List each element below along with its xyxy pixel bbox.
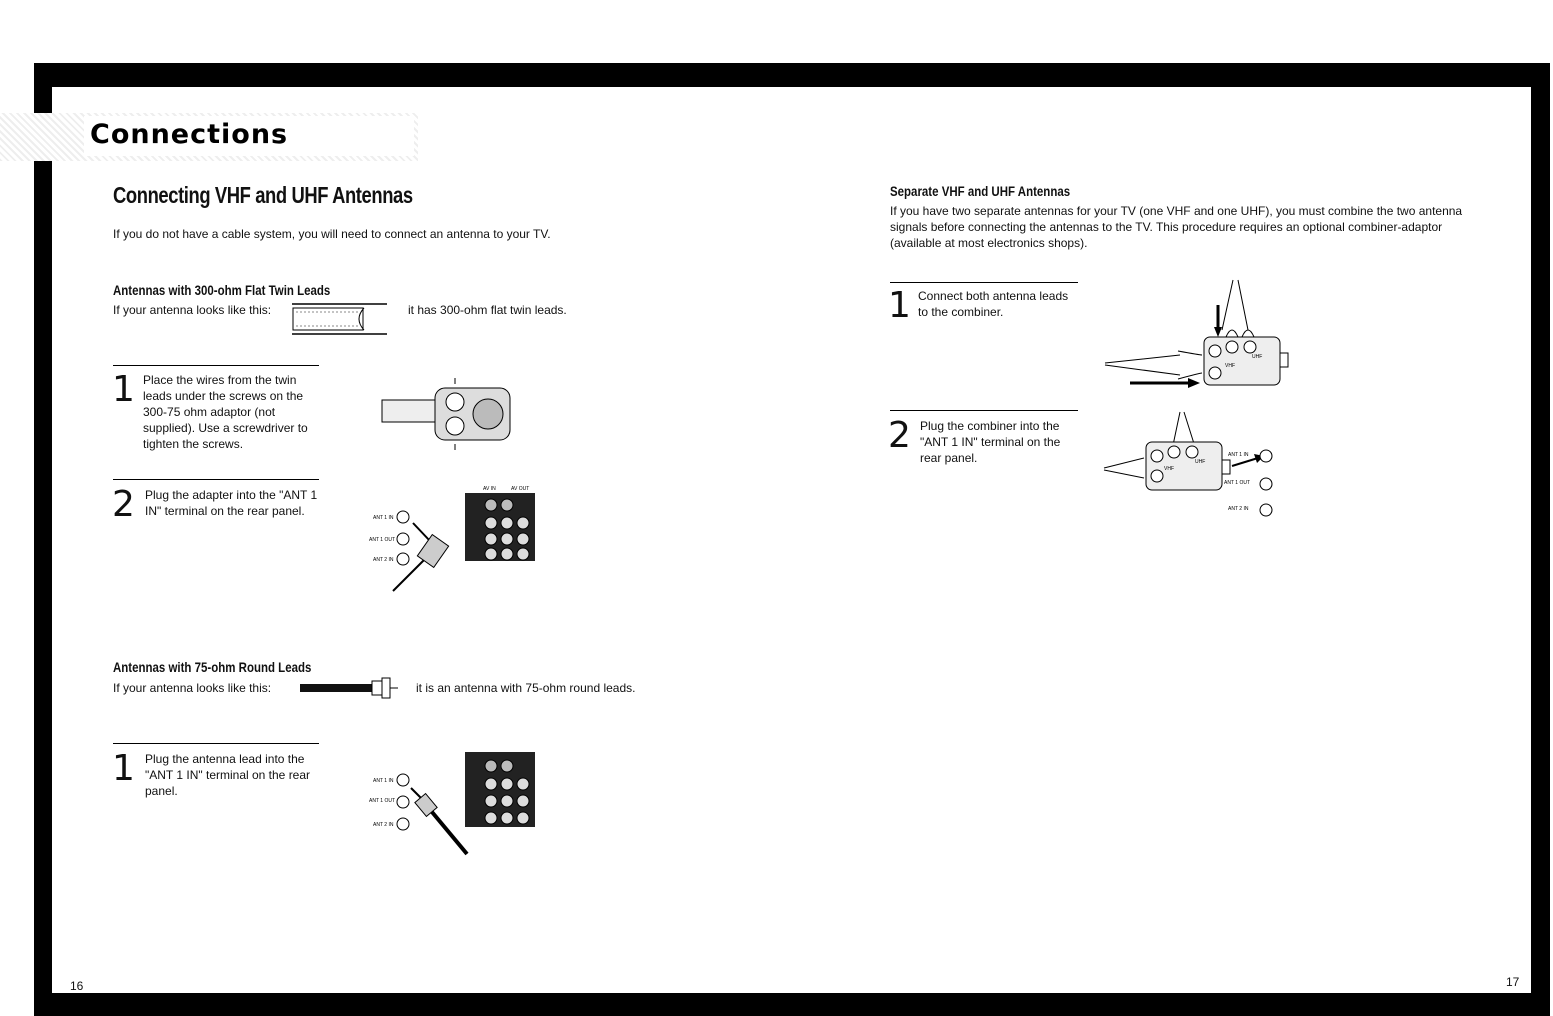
ant1out-label: ANT 1 OUT: [1224, 480, 1250, 486]
step-text: Connect both antenna leads to the combin…: [918, 289, 1069, 319]
step-rule: [890, 282, 1078, 283]
combiner-to-panel-illustration: VHF UHF ANT 1 IN ANT 1 OUT ANT 2 IN: [1103, 411, 1273, 517]
section-title: Connections: [90, 119, 289, 150]
round-looks-like: If your antenna looks like this:: [113, 681, 272, 695]
step-number: 1: [112, 748, 135, 789]
page-title: Connecting VHF and UHF Antennas: [113, 182, 413, 208]
round-lead-illustration: [300, 677, 398, 699]
avin-label: AV IN: [483, 486, 496, 492]
step-text: Place the wires from the twin leads unde…: [143, 373, 308, 451]
page-frame-left: [34, 63, 52, 1016]
vhf-label: VHF: [1225, 363, 1235, 369]
flat-twin-lead-illustration: [292, 303, 387, 335]
separate-antennas-heading: Separate VHF and UHF Antennas: [890, 183, 1071, 199]
uhf-label: UHF: [1195, 459, 1205, 465]
step-rule: [113, 743, 319, 744]
step-rule: [890, 410, 1078, 411]
step-number: 2: [112, 484, 135, 525]
step-number: 1: [888, 285, 911, 326]
separate-intro-text: If you have two separate antennas for yo…: [890, 204, 1463, 250]
page-frame-bottom: [34, 993, 1550, 1016]
ant1in-label: ANT 1 IN: [373, 515, 394, 521]
vhf-label: VHF: [1164, 466, 1174, 472]
step-number: 1: [112, 369, 135, 410]
step-rule: [113, 479, 319, 480]
adapter-illustration: [381, 378, 511, 450]
step-number: 2: [888, 415, 911, 456]
ant1in-label: ANT 1 IN: [1228, 452, 1249, 458]
step-text: Plug the antenna lead into the "ANT 1 IN…: [145, 752, 311, 798]
round-leads-heading: Antennas with 75-ohm Round Leads: [113, 659, 312, 675]
avout-label: AV OUT: [511, 486, 529, 492]
rear-panel-illustration: ANT 1 IN ANT 1 OUT ANT 2 IN AV IN AV OUT: [369, 486, 535, 592]
ant2in-label: ANT 2 IN: [373, 557, 394, 563]
ant2in-label: ANT 2 IN: [1228, 506, 1249, 512]
round-result-text: it is an antenna with 75-ohm round leads…: [416, 681, 636, 695]
intro-text: If you do not have a cable system, you w…: [113, 227, 551, 241]
step-text: Plug the combiner into the "ANT 1 IN" te…: [920, 419, 1061, 465]
uhf-label: UHF: [1252, 354, 1262, 360]
page-frame-top: [34, 63, 1550, 87]
ant1in-label: ANT 1 IN: [373, 778, 394, 784]
step-text: Plug the adapter into the "ANT 1 IN" ter…: [145, 488, 318, 518]
page-frame-right: [1531, 63, 1550, 1016]
rear-panel-illustration-round: ANT 1 IN ANT 1 OUT ANT 2 IN: [369, 752, 535, 856]
combiner-illustration: VHF UHF: [1104, 279, 1289, 388]
page-number-left: 16: [70, 979, 84, 993]
ant1out-label: ANT 1 OUT: [369, 537, 395, 543]
step-rule: [113, 365, 319, 366]
section-tab-box: [84, 116, 414, 156]
ant2in-label: ANT 2 IN: [373, 822, 394, 828]
page-number-right: 17: [1506, 975, 1520, 989]
flat-leads-heading: Antennas with 300-ohm Flat Twin Leads: [113, 282, 331, 298]
flat-result-text: it has 300-ohm flat twin leads.: [408, 303, 567, 317]
flat-looks-like: If your antenna looks like this:: [113, 303, 272, 317]
ant1out-label: ANT 1 OUT: [369, 798, 395, 804]
